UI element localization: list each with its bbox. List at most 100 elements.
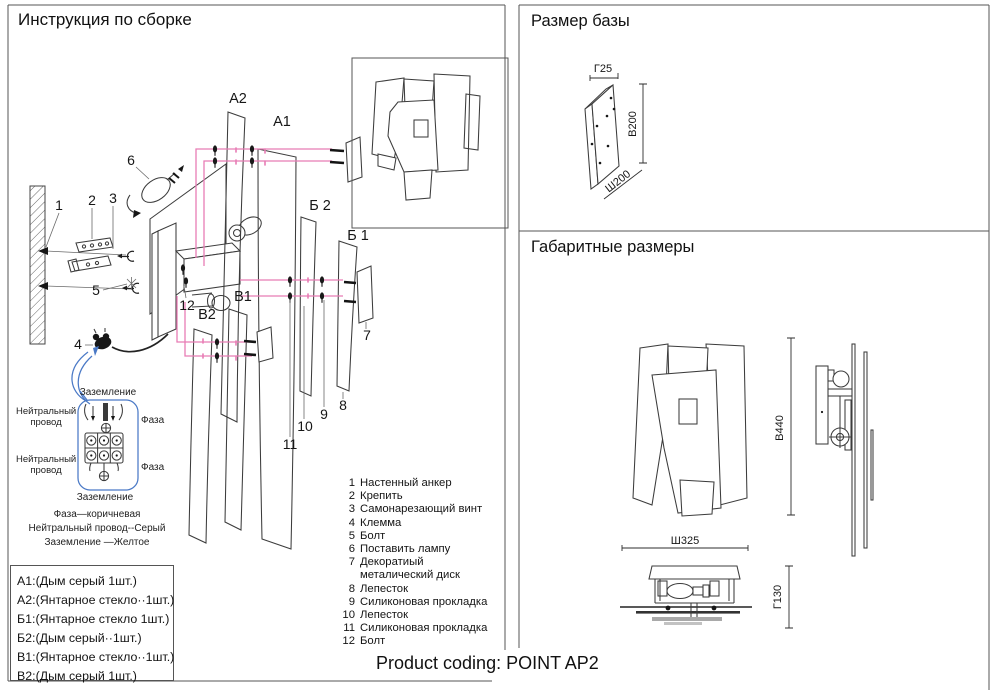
dim-v200: В200	[627, 111, 639, 137]
wiring-neutral-top-label: Нейтральный провод	[16, 406, 77, 428]
label-v1: B1	[234, 289, 252, 305]
parts-list: 1 Настенный анкер 2 Крепить 3 Самонареза…	[340, 477, 510, 649]
end-plate-top	[329, 136, 363, 183]
parts-list-item: 6 Поставить лампу	[340, 543, 510, 556]
part-label: Болт	[360, 635, 386, 648]
label-12: 12	[179, 297, 195, 313]
part-number: 2	[348, 490, 355, 503]
label-11: 11	[283, 436, 298, 452]
label-b1: Б 1	[347, 228, 369, 244]
wiring-phase-top-label: Фаза	[141, 415, 165, 426]
wiring-note: Заземление —Желтое	[44, 536, 150, 548]
parts-list-item: 9 Силиконовая прокладка	[340, 596, 510, 609]
part-number: 11	[343, 622, 355, 635]
glass-legend-item: B2:(Дым серый 1шт.)	[17, 669, 137, 684]
glass-panel-b1-top	[336, 240, 358, 392]
parts-list-item: 3 Самонарезающий винт	[340, 503, 510, 516]
base-size-drawing: Г25 В200 Ш200	[584, 63, 647, 200]
part-number: 5	[348, 529, 355, 542]
parts-list-item: 4 Клемма	[340, 517, 510, 530]
part-label: Силиконовая прокладка	[360, 595, 488, 608]
label-9: 9	[320, 406, 328, 422]
parts-list-item: 12 Болт	[340, 635, 510, 648]
part-label: Настенный анкер	[360, 477, 452, 489]
front-view	[632, 343, 748, 517]
overall-size-drawing: В440	[620, 337, 874, 629]
overall-panel-title: Габаритные размеры	[531, 238, 695, 256]
part-label: Самонарезающий винт	[360, 503, 483, 516]
part-number: 7	[348, 556, 355, 569]
bulb	[126, 165, 184, 218]
glass-legend-box: A1:(Дым серый 1шт.) A2:(Янтарное стекло··…	[10, 565, 174, 683]
panel-borders	[7, 4, 990, 690]
label-1: 1	[55, 197, 63, 213]
label-a1: A1	[273, 114, 291, 130]
part-label: Болт	[360, 529, 386, 542]
part-label: Силиконовая прокладка	[360, 622, 488, 635]
part-number: 10	[342, 609, 355, 622]
part-label: Клемма	[360, 516, 402, 529]
parts-list-item: 7 Декоратиый металический диск	[340, 556, 510, 582]
wire-clamp	[92, 328, 169, 353]
part-label: Лепесток	[360, 609, 409, 622]
part-number: 4	[348, 516, 355, 529]
end-plate-mid	[243, 326, 274, 363]
part-number: 6	[348, 543, 355, 556]
wiring-neutral-bottom-label: Нейтральный провод	[16, 454, 77, 476]
exploded-diagram: 1 2 3 4 5 6 7 8 9 10 11 12 A2 A1 Б 2 Б 1…	[29, 57, 509, 550]
glass-legend-item: B1:(Янтарное стекло··1шт.)	[17, 650, 175, 665]
glass-panel-b2-top	[299, 216, 317, 397]
side-view	[815, 343, 874, 557]
parts-list-item: 2 Крепить	[340, 490, 510, 503]
product-coding: Product coding: POINT AP2	[376, 653, 599, 673]
label-6: 6	[127, 152, 135, 168]
mounting-bracket	[67, 237, 114, 273]
parts-list-item: 11 Силиконовая прокладка	[340, 622, 510, 635]
glass-panel-v2	[188, 328, 213, 544]
label-4: 4	[74, 336, 82, 352]
label-10: 10	[297, 418, 313, 434]
label-5: 5	[92, 282, 100, 298]
dim-sh325: Ш325	[671, 535, 699, 547]
label-a2: A2	[229, 91, 247, 107]
part-number: 3	[348, 503, 355, 516]
dim-v440: В440	[774, 415, 786, 441]
bolt-5	[126, 277, 137, 290]
wiring-ground-top-label: Заземление	[79, 387, 137, 398]
part-label: Крепить	[360, 490, 403, 503]
glass-legend-item: A1:(Дым серый 1шт.)	[17, 574, 137, 588]
dim-g130: Г130	[772, 585, 784, 609]
label-8: 8	[339, 397, 347, 413]
part-label: Декоратиый металический диск	[360, 556, 460, 582]
glass-legend-item: Б2:(Дым серый··1шт.)	[17, 631, 142, 646]
assembled-inset	[351, 57, 509, 229]
glass-legend: A1:(Дым серый 1шт.) A2:(Янтарное стекло··…	[11, 566, 175, 687]
top-view	[620, 545, 752, 625]
glass-legend-item: A2:(Янтарное стекло··1шт.)	[17, 593, 175, 608]
label-2: 2	[88, 192, 96, 208]
part-number: 12	[342, 635, 355, 648]
glass-panel-v1	[224, 308, 248, 531]
part-label: Лепесток	[360, 582, 409, 595]
parts-list-item: 8 Лепесток	[340, 583, 510, 596]
label-3: 3	[109, 190, 117, 206]
wiring-diagram	[71, 346, 139, 491]
label-v2: B2	[198, 307, 216, 323]
parts-list-item: 5 Болт	[340, 530, 510, 543]
decorative-disk-7	[343, 265, 374, 324]
dim-g25: Г25	[594, 63, 612, 75]
wiring-ground-bottom-label: Заземление	[76, 492, 134, 503]
part-number: 9	[348, 595, 355, 608]
parts-list-item: 10 Лепесток	[340, 609, 510, 622]
lamp-body	[149, 162, 262, 341]
part-number: 1	[348, 477, 355, 489]
base-panel-title: Размер базы	[531, 12, 630, 30]
parts-list-item: 1 Настенный анкер	[340, 477, 510, 490]
wall-anchor	[38, 247, 132, 290]
part-number-labels: 1 2 3 4 5 6 7 8 9 10 11 12 A2 A1 Б 2 Б 1…	[55, 91, 371, 452]
wiring-note: Фаза—коричневая	[53, 509, 141, 520]
left-panel-title: Инструкция по сборке	[18, 10, 192, 29]
